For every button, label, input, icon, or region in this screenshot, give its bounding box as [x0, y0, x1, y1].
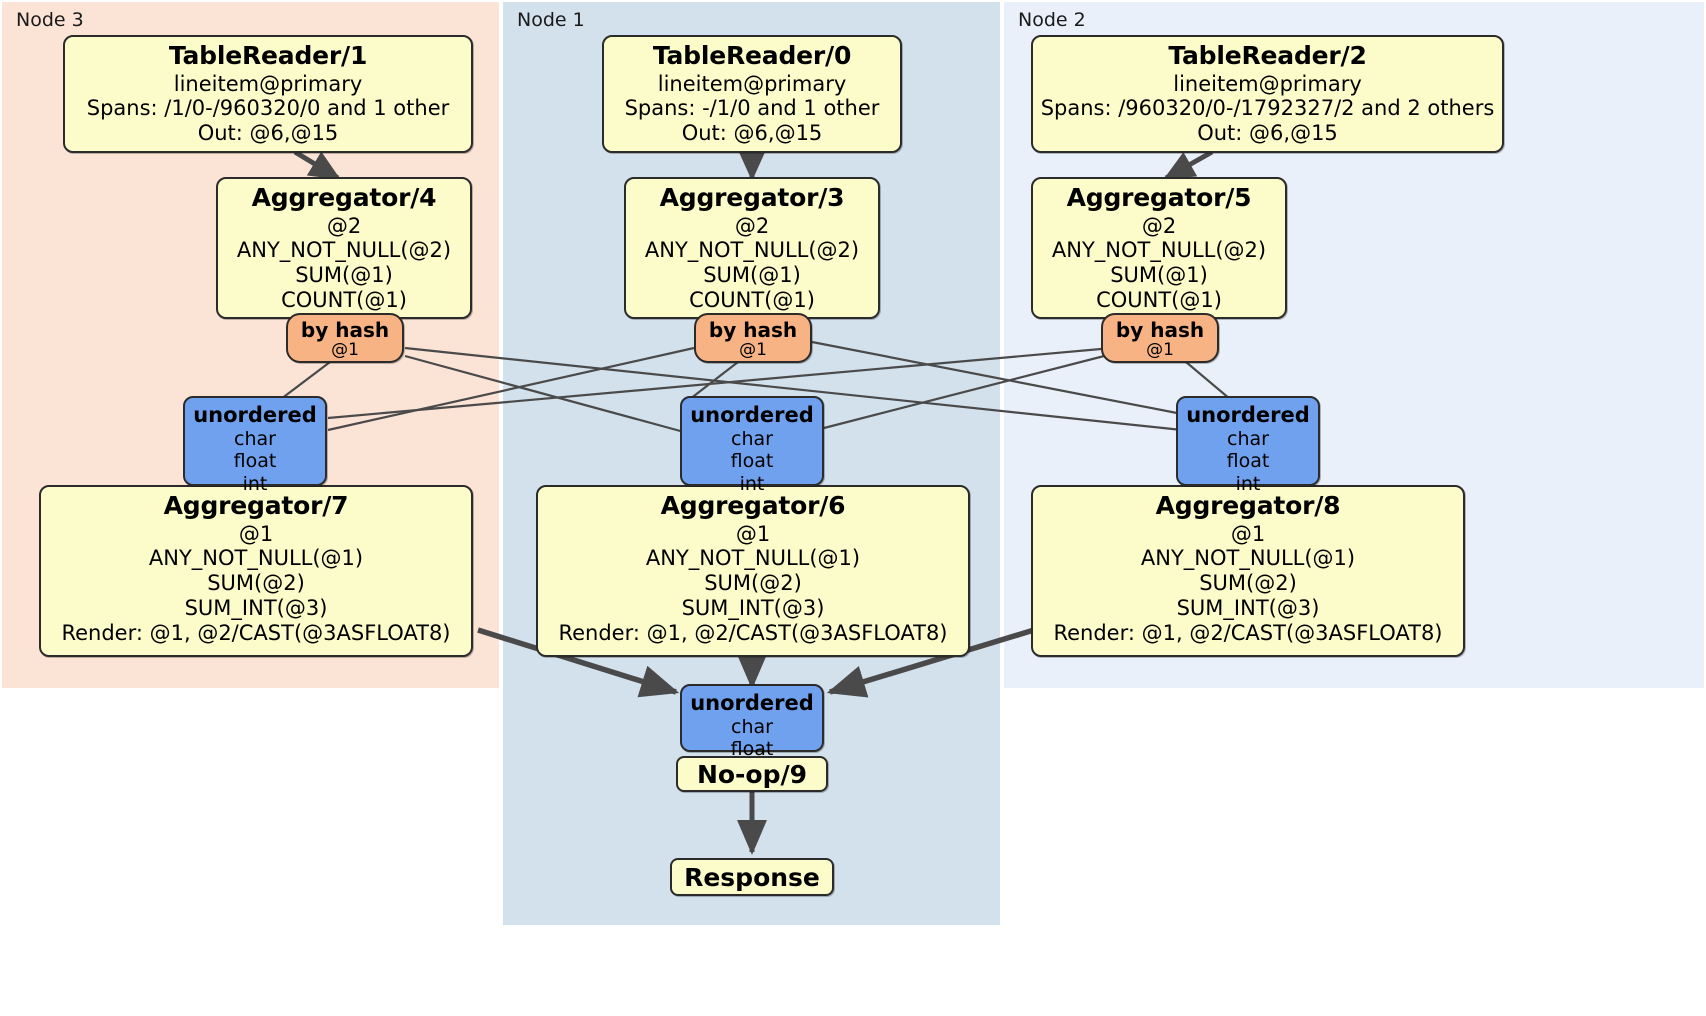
processor-line: @1: [238, 521, 274, 546]
processor-title: Aggregator/7: [163, 491, 349, 520]
synchronizer-unordered-node1[interactable]: unordered char float int: [680, 396, 824, 495]
processor-line: ANY_NOT_NULL(@1): [1140, 546, 1356, 571]
synchronizer-title: unordered: [1186, 403, 1310, 427]
synchronizer-unordered-node2[interactable]: unordered char float int: [1176, 396, 1320, 495]
synchronizer-unordered-final[interactable]: unordered char float: [680, 684, 824, 760]
processor-line: @2: [1141, 213, 1177, 238]
processor-response[interactable]: Response: [670, 858, 834, 896]
processor-line: SUM_INT(@3): [1176, 595, 1320, 620]
processor-render-line: Render: @1, @2/CAST(@3ASFLOAT8): [558, 620, 948, 645]
processor-title: Aggregator/4: [251, 183, 437, 212]
router-title: by hash: [300, 318, 390, 342]
processor-aggregator-3[interactable]: Aggregator/3 @2 ANY_NOT_NULL(@2) SUM(@1)…: [624, 177, 880, 319]
processor-line: Spans: /960320/0-/1792327/2 and 2 others: [1040, 96, 1495, 121]
synchronizer-type: char: [731, 715, 773, 738]
synchronizer-title: unordered: [690, 691, 814, 715]
processor-aggregator-8[interactable]: Aggregator/8 @1 ANY_NOT_NULL(@1) SUM(@2)…: [1031, 485, 1465, 657]
processor-line: ANY_NOT_NULL(@2): [236, 238, 452, 263]
router-by-hash-node1[interactable]: by hash @1: [694, 313, 812, 363]
processor-title: TableReader/2: [1168, 41, 1367, 70]
router-title: by hash: [1115, 318, 1205, 342]
processor-line: COUNT(@1): [1096, 287, 1222, 312]
processor-title: TableReader/0: [652, 41, 852, 70]
processor-render-line: Render: @1, @2/CAST(@3ASFLOAT8): [1053, 620, 1443, 645]
processor-aggregator-5[interactable]: Aggregator/5 @2 ANY_NOT_NULL(@2) SUM(@1)…: [1031, 177, 1287, 319]
processor-line: @1: [735, 521, 771, 546]
processor-line: ANY_NOT_NULL(@1): [148, 546, 364, 571]
processor-title: TableReader/1: [168, 41, 368, 70]
processor-line: ANY_NOT_NULL(@2): [644, 238, 860, 263]
processor-line: SUM(@1): [1110, 263, 1208, 288]
synchronizer-unordered-node3[interactable]: unordered char float int: [183, 396, 327, 495]
node-panel-label-node1: Node 1: [517, 9, 585, 31]
synchronizer-title: unordered: [193, 403, 317, 427]
processor-line: SUM(@2): [1199, 571, 1297, 596]
node-panel-label-node3: Node 3: [16, 9, 84, 31]
router-subtitle: @1: [1146, 340, 1174, 360]
processor-line: @1: [1230, 521, 1266, 546]
processor-line: SUM(@2): [704, 571, 802, 596]
synchronizer-type: int: [1235, 472, 1261, 495]
processor-title: Aggregator/3: [659, 183, 845, 212]
router-by-hash-node2[interactable]: by hash @1: [1101, 313, 1219, 363]
synchronizer-type: float: [730, 450, 774, 473]
processor-aggregator-7[interactable]: Aggregator/7 @1 ANY_NOT_NULL(@1) SUM(@2)…: [39, 485, 473, 657]
processor-line: ANY_NOT_NULL(@1): [645, 546, 861, 571]
processor-line: ANY_NOT_NULL(@2): [1051, 238, 1267, 263]
synchronizer-type: char: [731, 427, 773, 450]
router-subtitle: @1: [331, 340, 359, 360]
processor-line: lineitem@primary: [657, 71, 847, 96]
processor-line: lineitem@primary: [1173, 71, 1362, 96]
synchronizer-type: float: [233, 450, 277, 473]
router-title: by hash: [708, 318, 798, 342]
processor-line: SUM(@2): [207, 571, 305, 596]
synchronizer-type: float: [1226, 450, 1270, 473]
processor-line: SUM_INT(@3): [681, 595, 825, 620]
processor-line: SUM_INT(@3): [184, 595, 328, 620]
router-by-hash-node3[interactable]: by hash @1: [286, 313, 404, 363]
synchronizer-type: float: [730, 738, 774, 761]
processor-line: @2: [326, 213, 362, 238]
processor-line: SUM(@1): [295, 263, 393, 288]
synchronizer-type: int: [739, 472, 765, 495]
synchronizer-type: char: [1227, 427, 1269, 450]
processor-line: COUNT(@1): [281, 287, 407, 312]
processor-aggregator-4[interactable]: Aggregator/4 @2 ANY_NOT_NULL(@2) SUM(@1)…: [216, 177, 472, 319]
processor-title: Aggregator/6: [660, 491, 846, 520]
processor-line: lineitem@primary: [173, 71, 363, 96]
processor-title: Aggregator/8: [1155, 491, 1341, 520]
synchronizer-type: char: [234, 427, 276, 450]
processor-line: Spans: -/1/0 and 1 other: [624, 96, 880, 121]
processor-line: Spans: /1/0-/960320/0 and 1 other: [86, 96, 450, 121]
processor-line: Out: @6,@15: [1197, 121, 1338, 146]
processor-aggregator-6[interactable]: Aggregator/6 @1 ANY_NOT_NULL(@1) SUM(@2)…: [536, 485, 970, 657]
processor-line: COUNT(@1): [689, 287, 815, 312]
processor-render-line: Render: @1, @2/CAST(@3ASFLOAT8): [61, 620, 451, 645]
synchronizer-type: int: [242, 472, 268, 495]
processor-tablereader-2[interactable]: TableReader/2 lineitem@primary Spans: /9…: [1031, 35, 1504, 153]
processor-tablereader-0[interactable]: TableReader/0 lineitem@primary Spans: -/…: [602, 35, 902, 153]
node-panel-label-node2: Node 2: [1018, 9, 1086, 31]
processor-title: Aggregator/5: [1066, 183, 1252, 212]
processor-line: Out: @6,@15: [197, 121, 339, 146]
router-subtitle: @1: [739, 340, 767, 360]
processor-noop-9[interactable]: No-op/9: [676, 756, 828, 792]
synchronizer-title: unordered: [690, 403, 814, 427]
processor-line: Out: @6,@15: [681, 121, 823, 146]
processor-line: SUM(@1): [703, 263, 801, 288]
processor-tablereader-1[interactable]: TableReader/1 lineitem@primary Spans: /1…: [63, 35, 473, 153]
processor-line: @2: [734, 213, 770, 238]
